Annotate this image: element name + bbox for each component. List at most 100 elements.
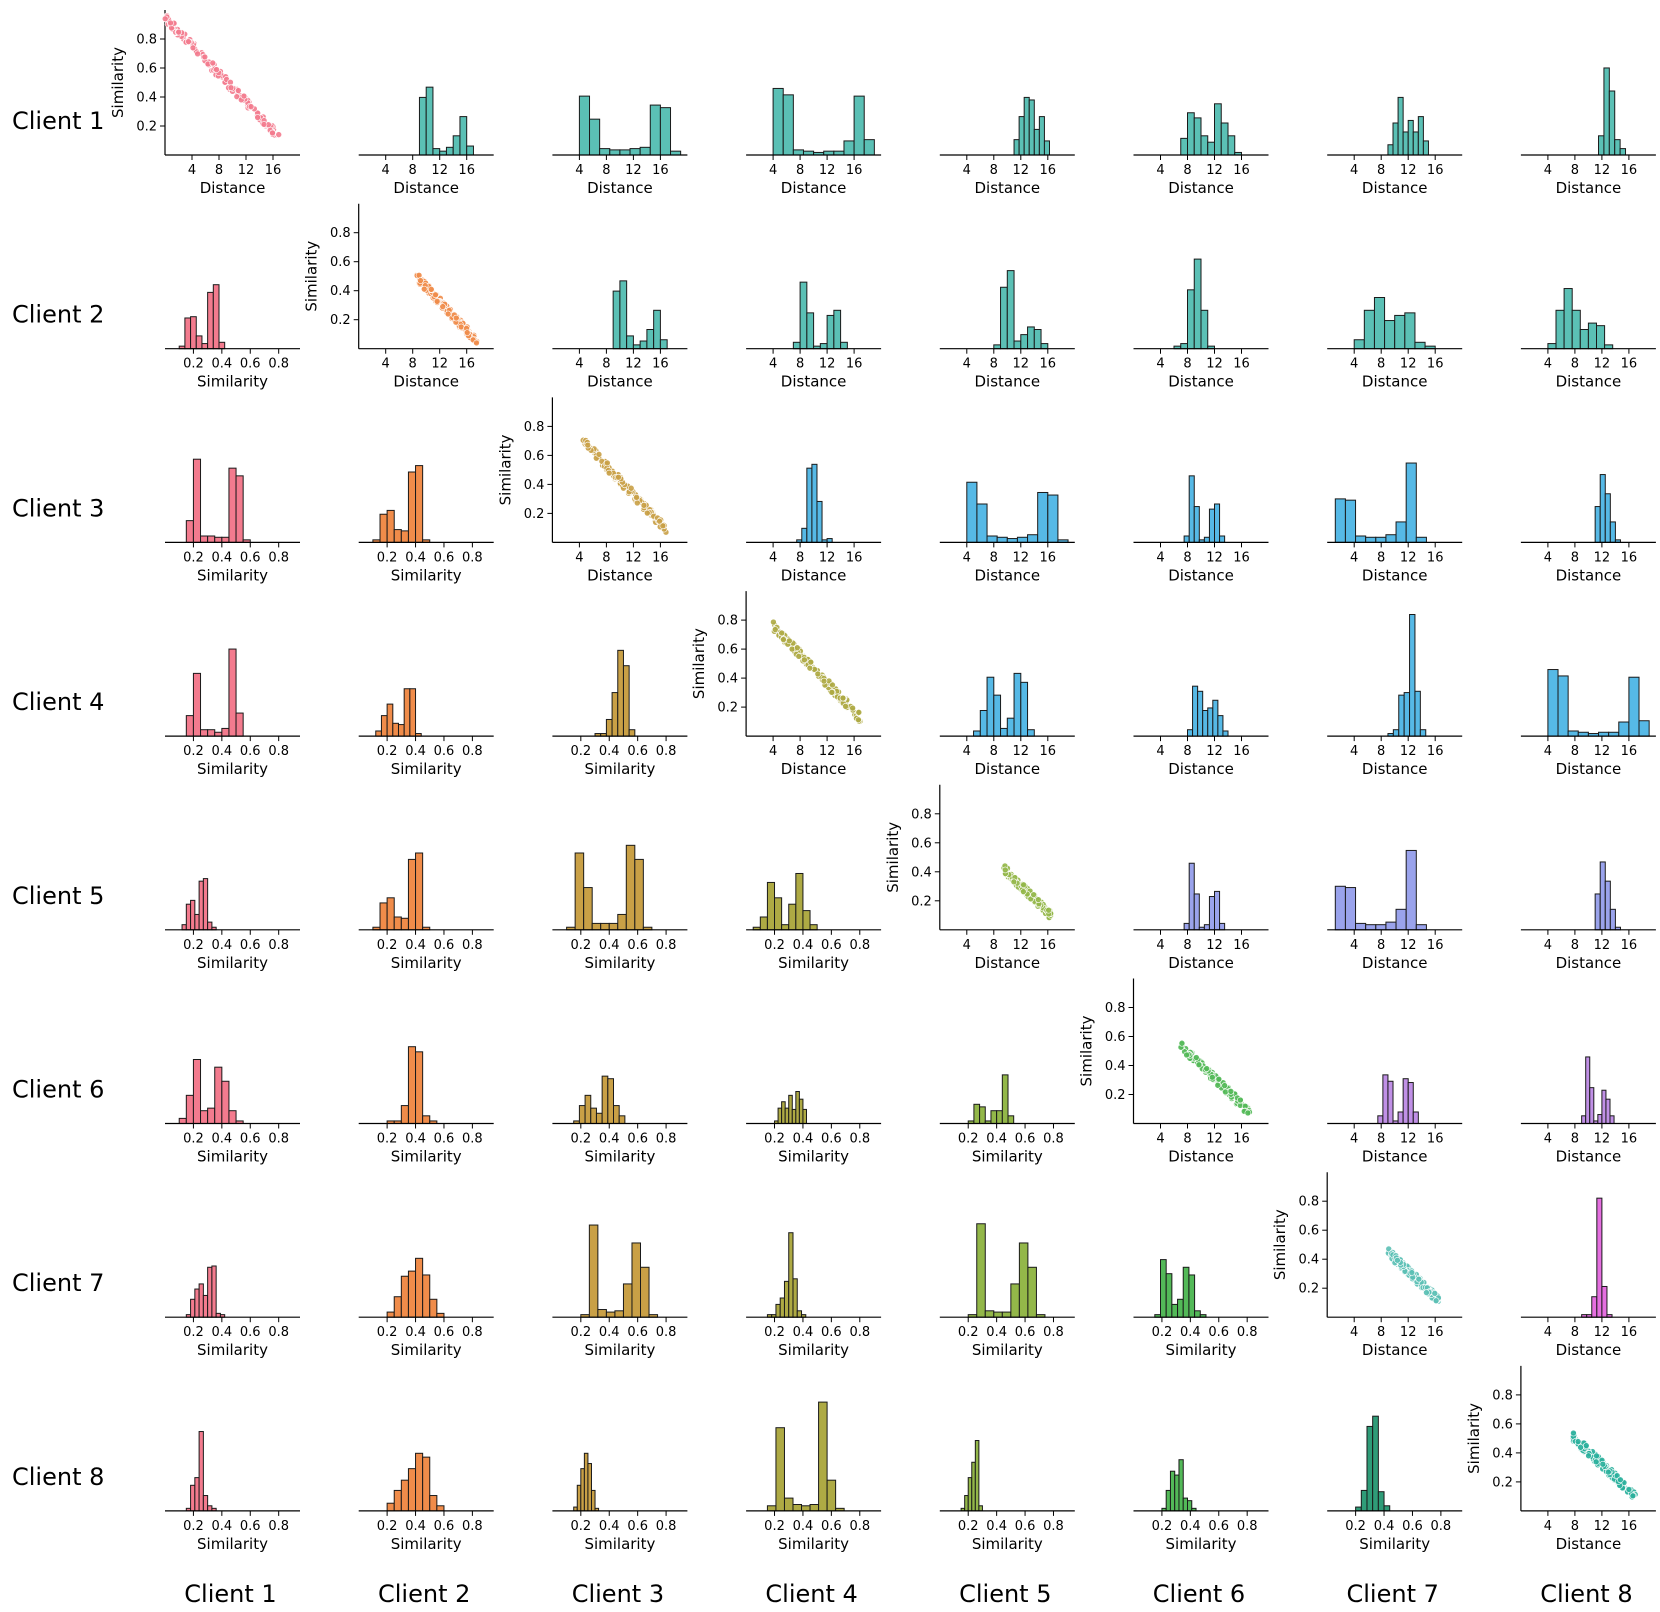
histogram-bar xyxy=(772,87,784,156)
histogram-bar xyxy=(619,149,631,156)
histogram-bar xyxy=(781,1101,786,1124)
histogram-bar xyxy=(986,535,998,543)
x-tick-label: 12 xyxy=(1013,938,1030,953)
x-tick-label: 0.2 xyxy=(1152,1519,1173,1534)
x-tick-label: 4 xyxy=(1350,357,1358,372)
histogram-bar xyxy=(966,481,978,543)
histogram-bar xyxy=(783,1280,790,1318)
histogram-bar xyxy=(1219,535,1226,543)
scatter-point xyxy=(269,129,276,137)
scatter-point xyxy=(1408,1269,1416,1276)
x-axis-label: Distance xyxy=(1362,179,1428,197)
scatter-point xyxy=(605,469,613,477)
x-tick-label: 4 xyxy=(1350,163,1358,178)
x-tick-label: 12 xyxy=(1594,1325,1611,1340)
x-tick-label: 12 xyxy=(238,163,255,178)
x-tick-label: 0.8 xyxy=(849,938,870,953)
x-tick-label: 16 xyxy=(846,550,863,565)
histogram-bar xyxy=(400,1479,409,1512)
x-tick-label: 16 xyxy=(458,357,475,372)
x-tick-label: 8 xyxy=(1571,1325,1579,1340)
histogram-bar xyxy=(1407,119,1414,156)
x-tick-label: 0.8 xyxy=(1237,1519,1258,1534)
x-tick-label: 0.2 xyxy=(377,1132,398,1147)
scatter-point xyxy=(771,626,779,633)
x-tick-label: 4 xyxy=(382,357,390,372)
histogram-bar xyxy=(1604,493,1611,543)
x-tick-label: 0.6 xyxy=(240,1519,261,1534)
x-tick-label: 0.4 xyxy=(405,744,426,759)
column-label: Client 3 xyxy=(572,1580,664,1608)
y-tick-label: 0.6 xyxy=(136,62,157,77)
scatter-point xyxy=(659,522,667,530)
x-tick-label: 16 xyxy=(1040,550,1057,565)
scatter-point xyxy=(209,59,217,67)
histogram-bar xyxy=(1182,1266,1190,1318)
x-tick-label: 8 xyxy=(409,163,417,178)
histogram-bar xyxy=(1043,140,1050,156)
histogram-bar xyxy=(178,1117,187,1125)
y-axis-label: Similarity xyxy=(1078,1015,1096,1086)
x-tick-label: 4 xyxy=(1544,744,1552,759)
x-tick-label: 8 xyxy=(990,163,998,178)
histogram-bar xyxy=(1178,1459,1184,1512)
x-axis-label: Similarity xyxy=(584,1535,655,1553)
scatter-point xyxy=(189,44,197,52)
x-tick-label: 4 xyxy=(1350,550,1358,565)
x-axis-label: Similarity xyxy=(197,1535,268,1553)
x-tick-label: 0.2 xyxy=(183,550,204,565)
y-tick-label: 0.6 xyxy=(1492,1417,1513,1432)
histogram-bar xyxy=(1183,922,1190,931)
scatter-point xyxy=(595,451,603,458)
histogram-bar xyxy=(826,1479,837,1512)
x-tick-label: 0.4 xyxy=(211,357,232,372)
scatter-point xyxy=(1593,1452,1600,1460)
histogram-bar xyxy=(452,135,461,156)
histogram-bar xyxy=(393,1489,402,1512)
x-tick-label: 8 xyxy=(796,550,804,565)
x-axis-label: Distance xyxy=(1556,1341,1622,1359)
histogram-bar xyxy=(631,1242,642,1318)
x-tick-label: 4 xyxy=(1156,357,1164,372)
x-tick-label: 12 xyxy=(1013,163,1030,178)
x-axis-label: Similarity xyxy=(197,373,268,391)
row-label: Client 5 xyxy=(12,882,104,910)
histogram-bar xyxy=(1373,297,1386,350)
x-tick-label: 16 xyxy=(1040,357,1057,372)
x-tick-label: 12 xyxy=(1594,357,1611,372)
y-tick-label: 0.4 xyxy=(1105,1059,1126,1074)
x-axis-label: Distance xyxy=(1168,566,1234,584)
histogram-bar xyxy=(1638,720,1650,737)
x-tick-label: 0.4 xyxy=(599,1519,620,1534)
y-axis-label: Similarity xyxy=(884,822,902,893)
y-tick-label: 0.4 xyxy=(524,478,545,493)
histogram-bar xyxy=(386,703,394,737)
histogram-bar xyxy=(407,1468,417,1512)
x-tick-label: 8 xyxy=(796,744,804,759)
histogram-bar xyxy=(1194,1310,1201,1318)
histogram-bar xyxy=(1547,343,1557,350)
x-tick-label: 8 xyxy=(796,357,804,372)
histogram-bar xyxy=(459,116,468,156)
x-tick-label: 0.4 xyxy=(599,938,620,953)
histogram-bar xyxy=(1402,131,1409,156)
histogram-bar xyxy=(1385,534,1397,543)
scatter-point xyxy=(778,629,785,637)
x-axis-label: Distance xyxy=(1556,1535,1622,1553)
histogram-bar xyxy=(1363,309,1375,350)
histogram-bar xyxy=(590,1489,596,1512)
scatter-point xyxy=(1431,1290,1439,1297)
scatter-point xyxy=(1237,1096,1244,1104)
scatter-point xyxy=(1221,1082,1228,1089)
x-tick-label: 8 xyxy=(1571,550,1579,565)
y-axis-label: Similarity xyxy=(303,241,321,312)
